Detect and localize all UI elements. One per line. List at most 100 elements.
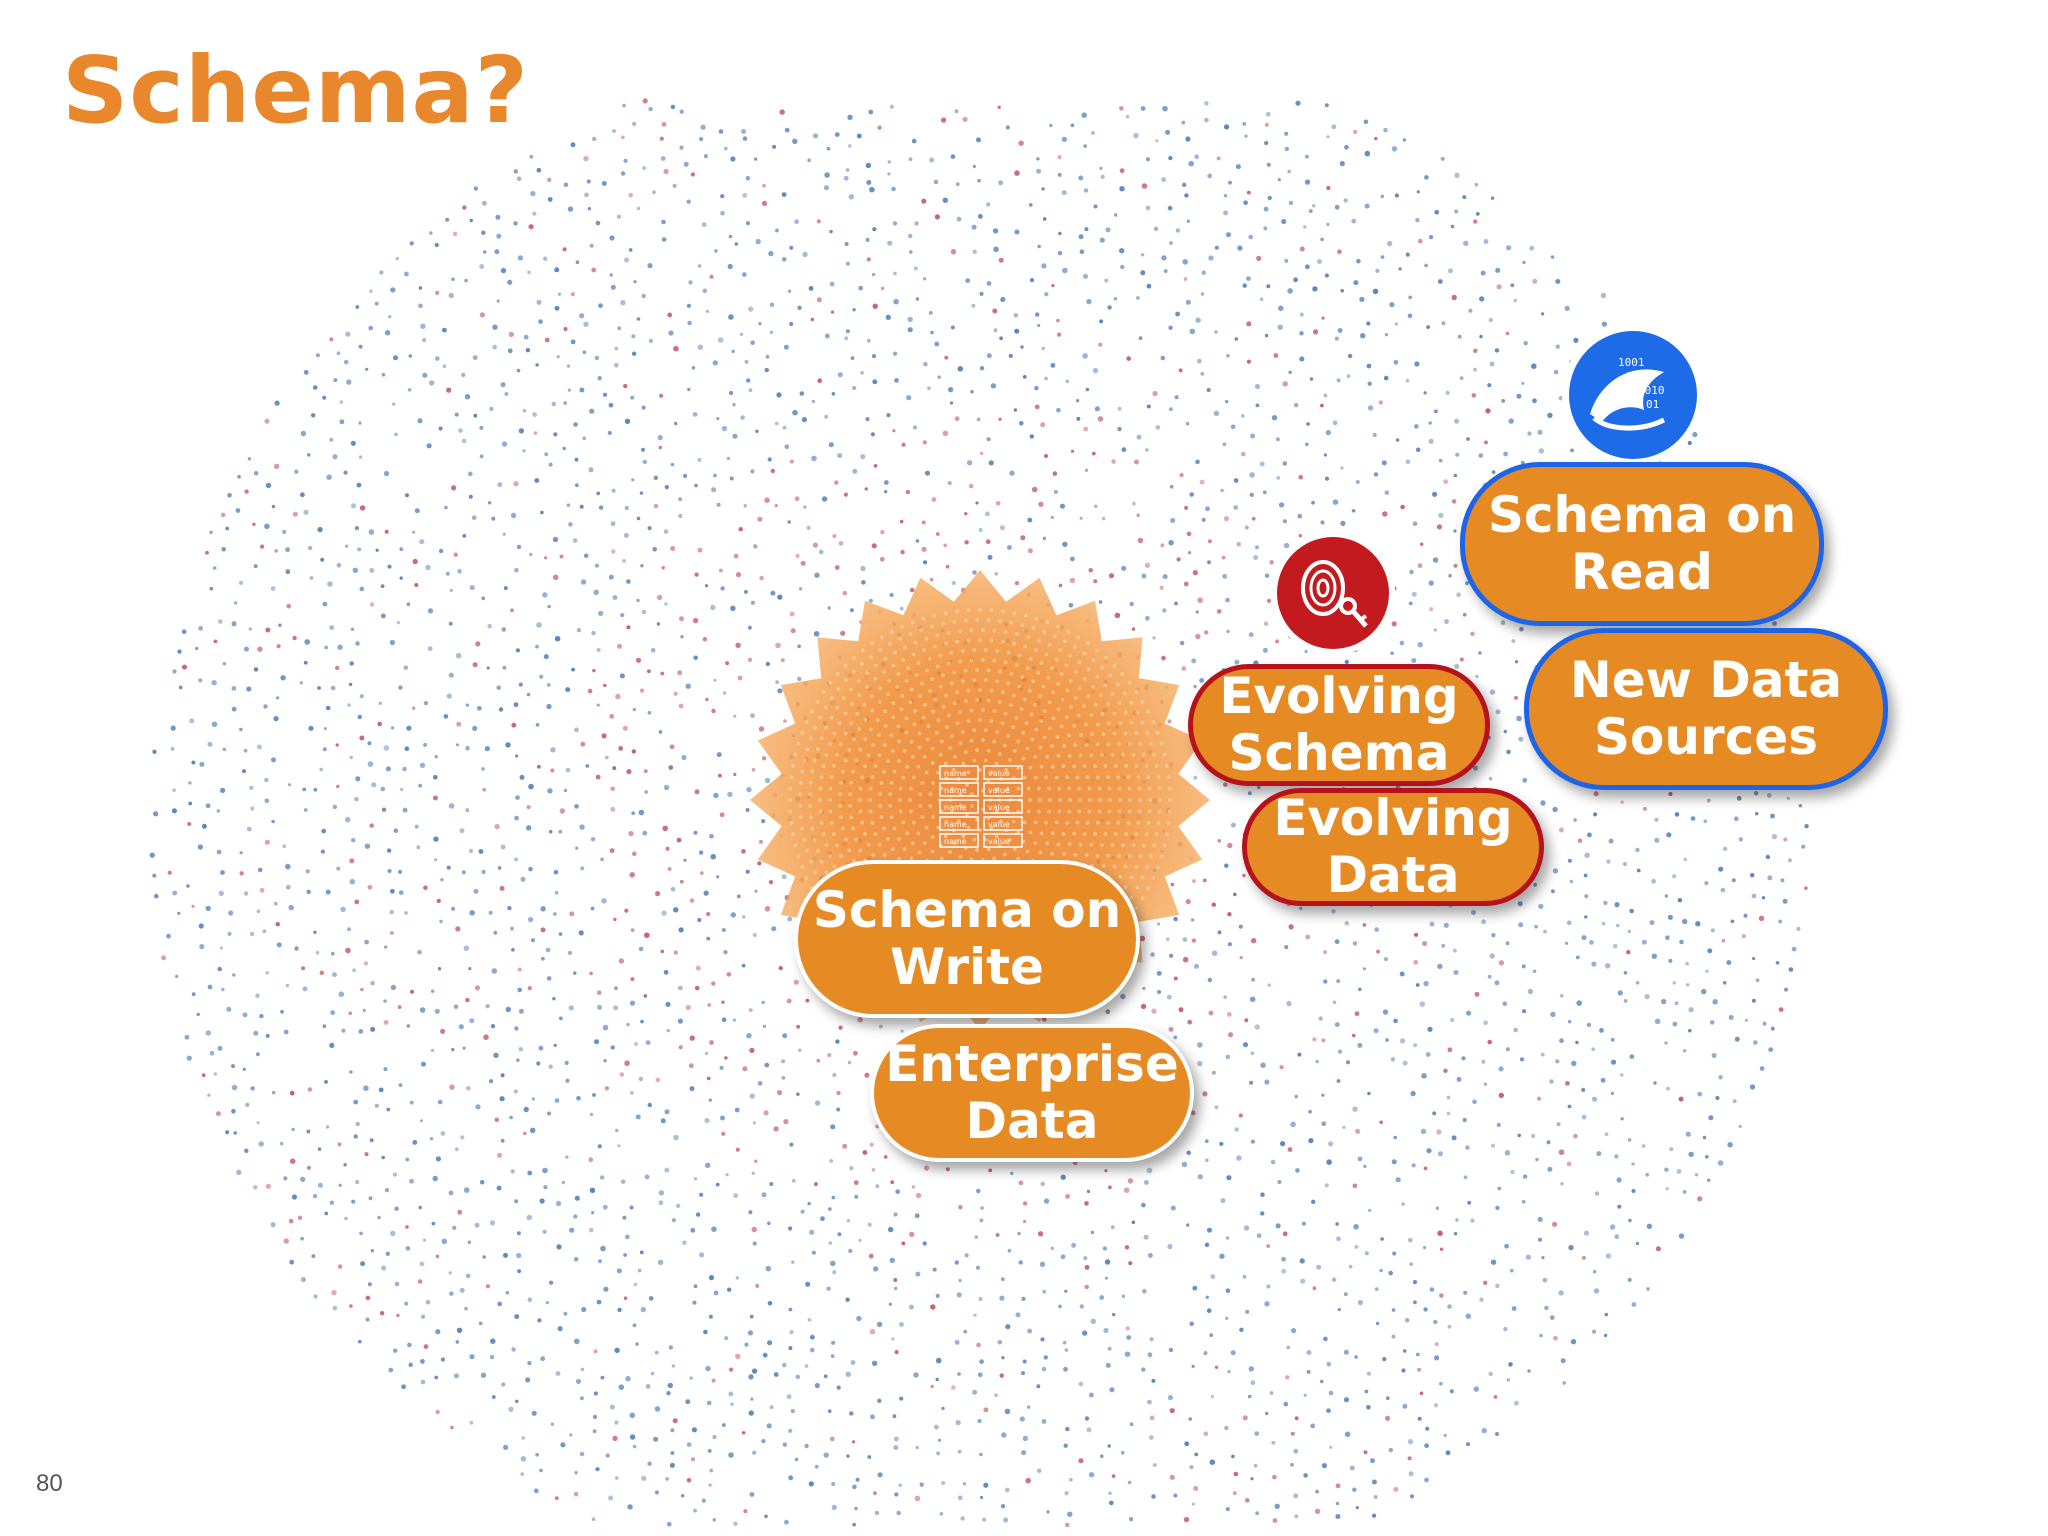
background-dot xyxy=(516,176,522,182)
background-dot xyxy=(1034,404,1040,410)
starburst-dot xyxy=(839,742,843,746)
starburst-dot xyxy=(878,686,882,690)
starburst-dot xyxy=(1042,735,1047,740)
background-dot xyxy=(534,478,540,483)
background-dot xyxy=(735,572,742,578)
starburst-dot xyxy=(849,781,853,785)
background-dot xyxy=(1267,195,1272,201)
background-dot xyxy=(527,1297,533,1302)
background-dot xyxy=(527,1170,533,1176)
background-dot xyxy=(713,1290,719,1296)
background-dot xyxy=(1274,1503,1280,1510)
background-dot xyxy=(540,906,546,912)
background-dot xyxy=(1001,1356,1005,1360)
background-dot xyxy=(215,1111,221,1117)
starburst-dot xyxy=(1093,702,1098,707)
background-dot xyxy=(642,459,647,465)
starburst-dot xyxy=(804,720,809,724)
background-dot xyxy=(242,1012,248,1018)
background-dot xyxy=(639,688,645,693)
background-dot xyxy=(978,214,983,219)
background-dot xyxy=(303,369,309,375)
background-dot xyxy=(1498,1092,1505,1099)
background-dot xyxy=(1343,198,1348,203)
background-dot xyxy=(1065,1426,1070,1432)
starburst-dot xyxy=(924,636,929,641)
background-dot xyxy=(1299,246,1305,252)
background-dot xyxy=(439,919,443,924)
background-dot xyxy=(864,1072,870,1078)
starburst-dot xyxy=(1084,853,1089,857)
starburst-dot xyxy=(961,834,966,839)
starburst-dot xyxy=(928,689,932,693)
background-dot xyxy=(1576,1000,1582,1006)
background-dot xyxy=(618,1384,625,1390)
background-dot xyxy=(730,912,736,918)
background-dot xyxy=(1312,204,1316,208)
background-dot xyxy=(1257,785,1261,790)
background-dot xyxy=(657,1259,664,1266)
background-dot xyxy=(1421,1073,1427,1079)
background-dot xyxy=(602,1024,609,1031)
table-icon-cell xyxy=(983,833,1023,848)
starburst-dot xyxy=(928,792,933,796)
background-dot xyxy=(830,1354,835,1358)
background-dot xyxy=(1022,375,1027,379)
background-dot xyxy=(499,1096,505,1102)
background-dot xyxy=(619,673,625,679)
background-dot xyxy=(655,1077,661,1083)
starburst-dot xyxy=(908,632,913,636)
background-dot xyxy=(1179,473,1184,478)
background-dot xyxy=(1093,579,1098,584)
background-dot xyxy=(661,219,666,225)
background-dot xyxy=(1683,1049,1687,1053)
background-dot xyxy=(479,454,484,459)
background-dot xyxy=(1491,470,1496,474)
background-dot xyxy=(319,767,324,772)
starburst-dot xyxy=(935,633,940,638)
background-dot xyxy=(1552,868,1559,874)
starburst-dot xyxy=(1123,864,1128,869)
background-dot xyxy=(319,970,324,975)
starburst-dot xyxy=(841,826,845,831)
background-dot xyxy=(1401,1202,1405,1206)
starburst-dot xyxy=(966,825,971,830)
background-dot xyxy=(418,1205,422,1210)
background-dot xyxy=(1610,1091,1615,1096)
background-dot xyxy=(1155,425,1161,430)
background-dot xyxy=(706,911,711,917)
background-dot xyxy=(264,418,270,424)
background-dot xyxy=(1718,866,1724,872)
background-dot xyxy=(759,839,763,844)
background-dot xyxy=(610,1045,615,1050)
background-dot xyxy=(584,553,589,558)
background-dot xyxy=(1207,173,1213,179)
background-dot xyxy=(1242,283,1247,288)
background-dot xyxy=(1344,1431,1351,1438)
background-dot xyxy=(324,1080,328,1084)
background-dot xyxy=(465,808,470,813)
background-dot xyxy=(659,136,664,141)
background-dot xyxy=(349,878,356,885)
starburst-dot xyxy=(1012,611,1016,615)
background-dot xyxy=(1169,953,1174,958)
background-dot xyxy=(644,1174,650,1180)
background-dot xyxy=(1119,106,1124,111)
background-dot xyxy=(1727,1142,1733,1148)
starburst-dot xyxy=(947,713,951,718)
background-dot xyxy=(977,1372,983,1378)
background-dot xyxy=(1436,1129,1442,1135)
background-dot xyxy=(656,622,661,626)
background-dot xyxy=(525,1377,531,1383)
background-dot xyxy=(1131,1220,1136,1225)
background-dot xyxy=(830,1260,836,1267)
background-dot xyxy=(1392,1251,1397,1256)
background-dot xyxy=(1190,1110,1196,1116)
background-dot xyxy=(788,1307,793,1312)
background-dot xyxy=(1331,124,1337,130)
background-dot xyxy=(484,746,490,752)
background-dot xyxy=(1005,125,1010,130)
background-dot xyxy=(930,1304,936,1310)
background-dot xyxy=(998,417,1002,421)
starburst-dot xyxy=(815,699,820,704)
